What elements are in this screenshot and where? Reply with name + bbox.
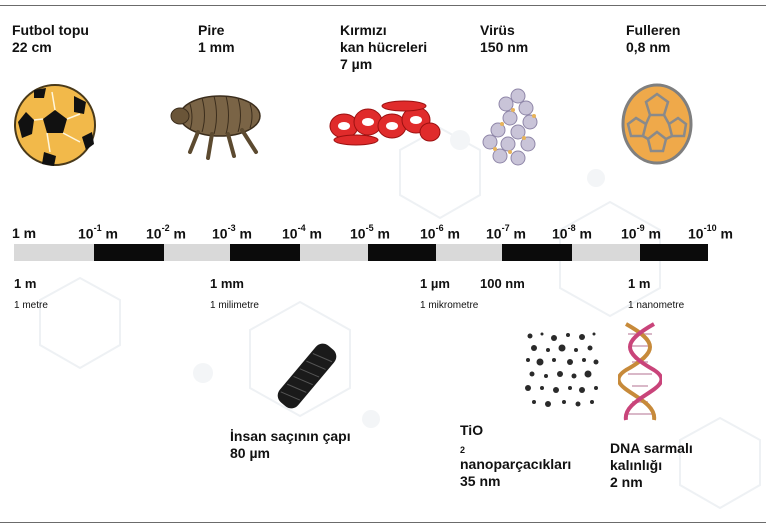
unit-100nm-value: 100 nm [480,276,525,291]
fullerene-icon [621,83,693,165]
red-blood-cells-icon [329,100,441,146]
item-virus-label: Virüs 150 nm [480,22,528,56]
item-flea-label: Pire 1 mm [198,22,235,56]
unit-nanometer-name: 1 nanometre [628,300,685,311]
unit-micrometer-name: 1 mikrometre [420,300,479,311]
scale-segment [230,244,300,261]
scale-segment [300,244,368,261]
top-rule [0,5,766,6]
scale-segment [502,244,572,261]
item-size: 150 nm [480,39,529,55]
item-name-line1: Kırmızı [340,22,387,38]
unit-millimeter-name: 1 milimetre [210,300,259,311]
unit-meter-value: 1 m [14,276,37,291]
item-size: 35 nm [460,473,501,489]
item-name: Futbol topu [12,22,89,38]
virus-cluster-icon [482,88,538,166]
scale-tick-10: 10-10 m [688,223,733,242]
item-size: 2 nm [610,474,643,490]
scale-segment [572,244,640,261]
item-name: Pire [198,22,225,38]
scale-segment [640,244,708,261]
item-name: İnsan saçının çapı [230,428,351,444]
nanoparticles-icon [525,332,599,407]
dna-helix-icon [618,322,662,421]
item-size: 1 mm [198,39,235,55]
scale-tick-5: 10-5 m [350,223,390,242]
item-name-line1: DNA sarmalı [610,440,693,456]
item-dna-label: DNA sarmalı kalınlığı 2 nm [610,440,693,491]
unit-millimeter-value: 1 mm [210,276,244,291]
scale-tick-3: 10-3 m [212,223,252,242]
scale-segment [94,244,164,261]
item-hair-label: İnsan saçının çapı 80 µm [230,428,351,462]
flea-icon [170,95,261,160]
scale-end-cap [706,244,708,261]
scale-segment [436,244,502,261]
scale-tick-7: 10-7 m [486,223,526,242]
scale-tick-2: 10-2 m [146,223,186,242]
item-size: 0,8 nm [626,39,671,55]
bottom-rule [0,522,766,523]
scale-tick-6: 10-6 m [420,223,460,242]
scale-tick-4: 10-4 m [282,223,322,242]
scale-segment [368,244,436,261]
scale-tick-8: 10-8 m [552,223,592,242]
hair-strand-icon [277,343,337,409]
scale-tick-0: 1 m [12,225,37,241]
item-size: 7 µm [340,56,373,72]
item-name-line2: kalınlığı [610,457,663,473]
item-size: 80 µm [230,445,270,461]
item-name: Fulleren [626,22,681,38]
item-red-blood-cells-label: Kırmızı kan hücreleri 7 µm [340,22,427,73]
scale-tick-1: 10-1 m [78,223,118,242]
item-name-line2: nanoparçacıkları [460,456,572,472]
unit-meter-name: 1 metre [14,300,48,311]
item-soccer-ball-label: Futbol topu 22 cm [12,22,89,56]
item-name: Virüs [480,22,515,38]
unit-nanometer-value: 1 m [628,276,651,291]
scale-segment [164,244,230,261]
scale-tick-9: 10-9 m [621,223,661,242]
item-size: 22 cm [12,39,52,55]
soccer-ball-icon [14,84,96,166]
scale-segment [14,244,94,261]
item-name-line2: kan hücreleri [340,39,428,55]
unit-micrometer-value: 1 µm [420,276,450,291]
item-fullerene-label: Fulleren 0,8 nm [626,22,680,56]
